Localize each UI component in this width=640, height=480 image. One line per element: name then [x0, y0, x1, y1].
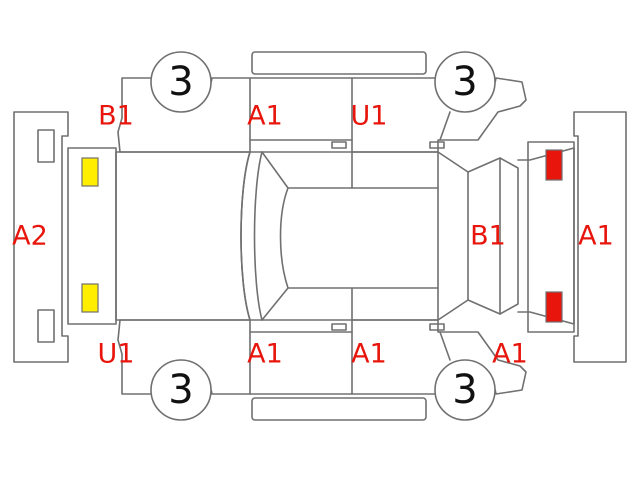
front-right-headlight [81, 283, 99, 313]
bottom-side-sill [251, 397, 427, 421]
wheel-top-left-number: 3 [168, 59, 193, 105]
front-left-headlight [81, 157, 99, 187]
wheel-bottom-right: 3 [434, 359, 496, 421]
code-right-rear-door: A1 [351, 339, 387, 370]
code-front-bumper: A2 [12, 221, 48, 252]
wheel-top-right-number: 3 [452, 59, 477, 105]
top-side-sill [251, 51, 427, 75]
wheel-bottom-left: 3 [150, 359, 212, 421]
rear-right-taillight [545, 291, 563, 323]
wheel-top-right: 3 [434, 51, 496, 113]
code-right-front-door: A1 [247, 339, 283, 370]
code-rear-bumper: A1 [578, 221, 614, 252]
code-right-rear-quarter: A1 [492, 339, 528, 370]
rear-left-taillight [545, 149, 563, 181]
top-view-body [67, 141, 575, 333]
code-right-front-fender: U1 [98, 339, 135, 370]
code-left-rear-door: U1 [351, 101, 388, 132]
code-roof: B1 [470, 221, 506, 252]
rear-bumper [573, 111, 627, 363]
wheel-bottom-right-number: 3 [452, 367, 477, 413]
code-left-front-fender: B1 [98, 101, 134, 132]
wheel-top-left: 3 [150, 51, 212, 113]
front-bumper [13, 111, 69, 363]
wheel-bottom-left-number: 3 [168, 367, 193, 413]
code-left-front-door: A1 [247, 101, 283, 132]
